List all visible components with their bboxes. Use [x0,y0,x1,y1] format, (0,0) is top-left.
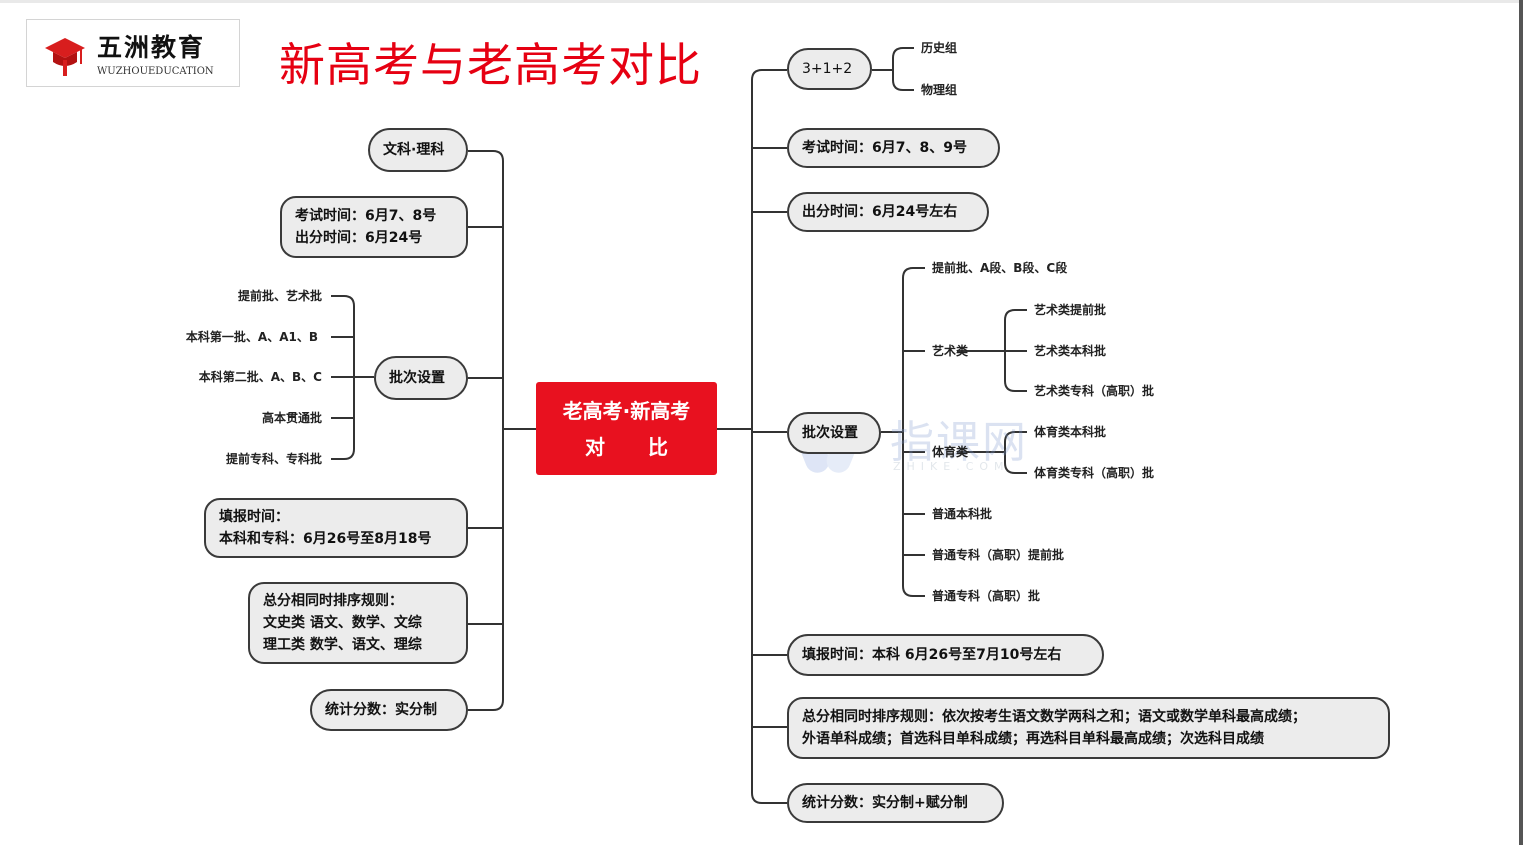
old-score-node: 统计分数：实分制 [310,689,468,731]
page-title: 新高考与老高考对比 [279,38,702,92]
old-time-node: 考试时间：6月7、8号 出分时间：6月24号 [280,196,468,258]
brand-logo: 五洲教育 WUZHOUEDUCATION [26,19,240,87]
new-art-label: 艺术类 [932,344,969,358]
new-normal-item: 普通本科批 [932,507,993,521]
old-subjects-node: 文科·理科 [368,128,468,172]
watermark-text: 指课网 [890,417,1028,468]
center-line-1: 老高考·新高考 [562,399,691,423]
center-node: 老高考·新高考 对 比 [536,382,717,475]
new-batch-title: 批次设置 [802,425,858,441]
logo-name-cn: 五洲教育 [97,33,206,62]
new-normal-item: 普通专科（高职）批 [932,589,1041,603]
old-batch-item: 提前批、艺术批 [237,289,322,303]
new-score-node: 统计分数：实分制+赋分制 [787,783,1004,823]
old-batch-node: 批次设置 [374,356,468,400]
old-score-stat: 统计分数：实分制 [325,702,437,718]
old-fill-node: 填报时间： 本科和专科：6月26号至8月18号 [204,498,468,558]
old-batch-item: 本科第一批、A、A1、B [185,330,318,344]
old-exam-time: 考试时间：6月7、8号 [295,208,437,224]
new-batch-node: 批次设置 [787,412,881,454]
new-batch-early: 提前批、A段、B段、C段 [932,261,1068,275]
new-mode-label: 3+1+2 [802,61,853,77]
new-group-item: 物理组 [921,83,958,97]
watermark: 指课网 ZHIKE.COM [792,408,1035,488]
new-rank-line-1: 总分相同时排序规则：依次按考生语文数学两科之和；语文或数学单科最高成绩； [802,709,1306,725]
watermark-sub: ZHIKE.COM [893,460,1010,473]
new-sport-item: 体育类本科批 [1034,425,1107,439]
old-rank-line-2: 文史类 语文、数学、文综 [263,615,422,631]
old-rank-node: 总分相同时排序规则： 文史类 语文、数学、文综 理工类 数学、语文、理综 [248,582,468,664]
old-fill-line-2: 本科和专科：6月26号至8月18号 [219,531,432,547]
new-fill-time: 填报时间：本科 6月26号至7月10号左右 [802,647,1062,663]
new-rank-node: 总分相同时排序规则：依次按考生语文数学两科之和；语文或数学单科最高成绩； 外语单… [787,697,1390,759]
old-score-time: 出分时间：6月24号 [295,230,423,246]
new-normal-item: 普通专科（高职）提前批 [932,548,1065,562]
new-mode-node: 3+1+2 [787,48,872,90]
new-sport-item: 体育类专科（高职）批 [1034,466,1155,480]
graduation-cap-icon [45,38,85,76]
new-art-item: 艺术类本科批 [1034,344,1107,358]
old-fill-line-1: 填报时间： [219,509,289,525]
old-rank-line-1: 总分相同时排序规则： [263,593,403,609]
center-line-2: 对 比 [585,435,686,459]
old-batch-title: 批次设置 [389,370,445,386]
new-sport-label: 体育类 [932,445,969,459]
new-rank-line-2: 外语单科成绩；首选科目单科成绩；再选科目单科最高成绩；次选科目成绩 [802,731,1264,747]
old-rank-line-3: 理工类 数学、语文、理综 [263,637,422,653]
old-batch-item: 本科第二批、A、B、C [198,370,322,384]
new-group-item: 历史组 [921,41,958,55]
new-score-stat: 统计分数：实分制+赋分制 [802,795,968,811]
old-batch-item: 高本贯通批 [261,411,322,425]
new-art-item: 艺术类提前批 [1034,303,1107,317]
new-exam-time: 考试时间：6月7、8、9号 [802,140,967,156]
new-fill-node: 填报时间：本科 6月26号至7月10号左右 [787,634,1104,676]
new-exam-time-node: 考试时间：6月7、8、9号 [787,128,1000,168]
new-art-item: 艺术类专科（高职）批 [1034,384,1155,398]
old-subjects-label: 文科·理科 [383,142,445,158]
top-border [0,0,1523,3]
new-score-time: 出分时间：6月24号左右 [802,204,958,220]
logo-name-en: WUZHOUEDUCATION [97,66,214,77]
old-batch-item: 提前专科、专科批 [225,452,322,466]
right-border [1519,0,1523,845]
new-score-time-node: 出分时间：6月24号左右 [787,192,989,232]
